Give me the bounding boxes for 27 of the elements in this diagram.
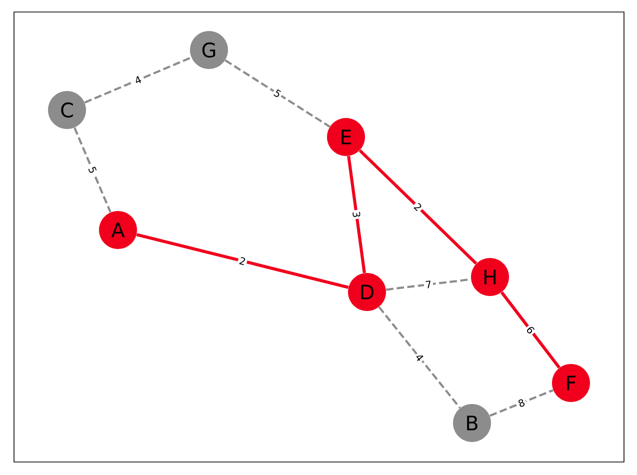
graph-edge [74,127,112,213]
edge-label: 3 [350,209,362,220]
edge-label: 5 [270,86,284,100]
edge-label: 2 [236,255,248,267]
edge-label: 4 [412,350,426,364]
graph-edge [224,59,330,128]
graph-edge [84,56,192,104]
edge-label: 6 [524,323,538,337]
graph-node: H [471,258,509,296]
graph-node: C [48,91,86,129]
graph-node: E [327,118,365,156]
graph-node: A [99,211,137,249]
graph-edge [500,291,561,369]
graph-edge [489,389,554,417]
edge-label: 8 [515,396,528,410]
graph-edge [347,156,366,274]
graph-node: F [552,364,590,402]
graph-edge [378,306,461,409]
graph-edge [358,149,478,265]
edge-label: 4 [132,74,144,86]
edge-label: 7 [423,279,434,290]
edge-label: 2 [411,200,425,214]
graph-edge [136,233,349,289]
graph-node: B [453,404,491,442]
graph-node: D [348,273,386,311]
graph-node: G [190,31,228,69]
edge-label: 5 [86,164,99,176]
